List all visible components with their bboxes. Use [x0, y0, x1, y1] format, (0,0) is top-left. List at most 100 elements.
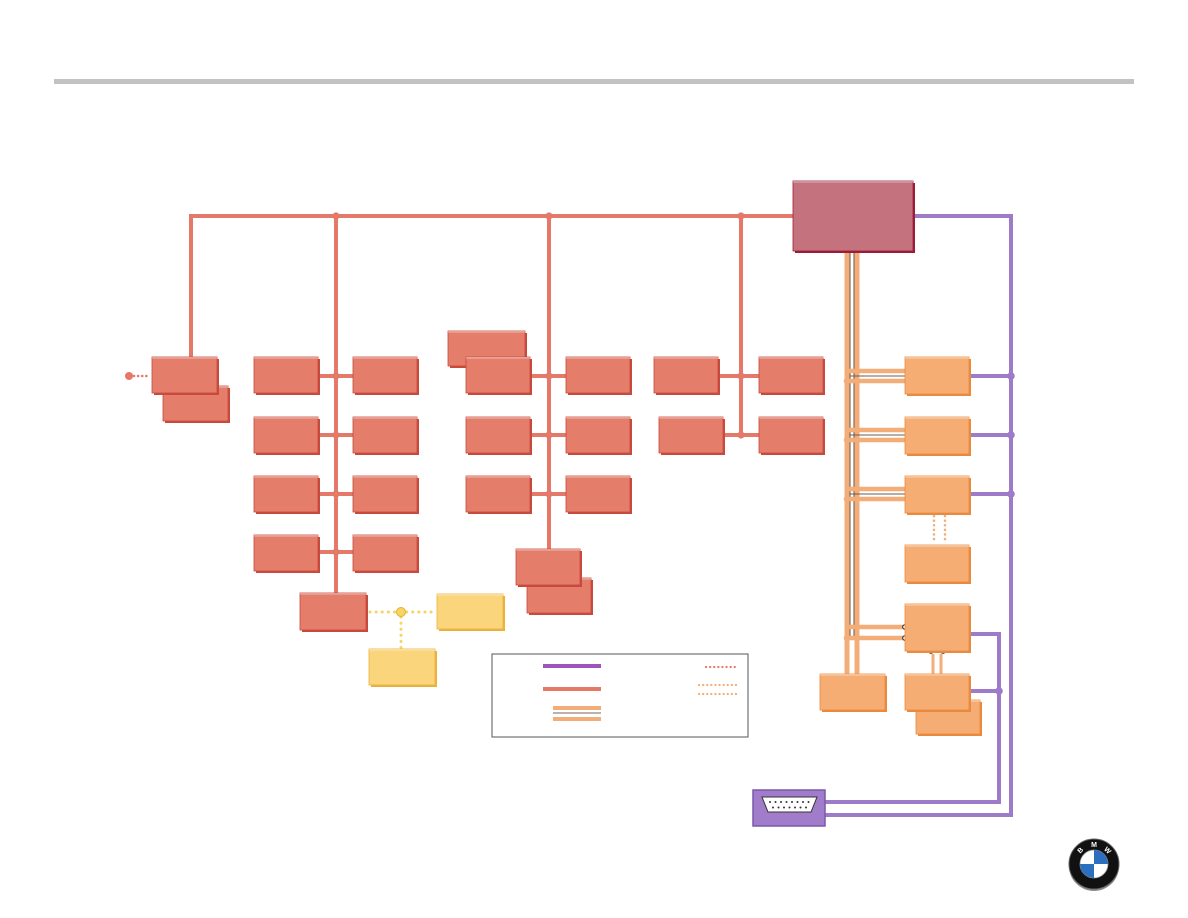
orange-module-stack-front	[904, 673, 971, 712]
red-module-stack-front-face	[515, 548, 581, 586]
red-module-group1-2-face	[253, 416, 319, 454]
logo-letter: B	[1077, 847, 1086, 856]
connector-pin	[791, 801, 793, 803]
orange-junction-b4	[843, 634, 851, 642]
connector-pin	[788, 806, 791, 809]
red-junction-c2	[737, 431, 745, 439]
red-module-group3-3-face	[758, 356, 824, 394]
connector-pin	[772, 806, 774, 809]
orange-module-3-face	[904, 475, 970, 514]
red-module-group2-5-face	[565, 416, 631, 454]
orange-module-5	[904, 603, 971, 653]
red-junction-b1	[545, 372, 553, 380]
red-module-bottom-face	[299, 592, 367, 631]
connector-pin	[794, 806, 796, 809]
connector-pin	[799, 806, 802, 809]
red-module-group1-5-face	[352, 356, 418, 394]
orange-module-5-face	[904, 603, 970, 652]
red-module-group2-4	[565, 356, 632, 395]
red-module-group1-7	[352, 475, 419, 514]
red-module-group2-1-face	[465, 356, 531, 394]
orange-junction-b2	[843, 436, 851, 444]
orange-module-2	[904, 416, 971, 456]
yellow-module-right-face	[436, 593, 504, 630]
connector-pin	[807, 801, 810, 803]
bus-junction-2	[545, 212, 553, 220]
red-module-group2-3-face	[465, 475, 531, 513]
red-module-group3-4-face	[758, 416, 824, 454]
red-module-group2-2-face	[465, 416, 531, 454]
red-module-group1-5	[352, 356, 419, 395]
connector-pin	[783, 806, 785, 809]
logo-quadrant-bl	[1080, 864, 1094, 878]
orange-junction-a1	[853, 367, 861, 375]
red-junction-b2	[545, 431, 553, 439]
logo-quadrant-tr	[1094, 850, 1108, 864]
red-module-group2-3	[465, 475, 532, 514]
orange-module-4	[904, 544, 971, 584]
red-module-group3-1	[653, 356, 720, 395]
red-module-group2-6-face	[565, 475, 631, 513]
red-junction-a3	[332, 490, 340, 498]
bus-junction-1	[332, 212, 340, 220]
red-module-group1-3	[253, 475, 320, 514]
purple-junction-2	[1007, 431, 1015, 439]
red-junction-a4	[332, 548, 340, 556]
connector-pin	[780, 801, 782, 803]
orange-module-6	[819, 673, 887, 712]
red-module-group3-4	[758, 416, 825, 455]
red-module-group1-3-face	[253, 475, 319, 513]
connector-pin	[769, 801, 771, 803]
orange-module-1	[904, 356, 971, 396]
red-junction-c1	[737, 372, 745, 380]
purple-junction-1	[1007, 372, 1015, 380]
orange-module-6-face	[819, 673, 886, 711]
orange-junction-b1	[843, 377, 851, 385]
purple-bus-main	[825, 214, 1013, 817]
legend-box	[491, 653, 749, 738]
red-module-group2-4-face	[565, 356, 631, 394]
red-module-group3-2	[658, 416, 725, 455]
red-module-stack-front	[515, 548, 582, 587]
orange-junction-a2	[853, 426, 861, 434]
red-module-group1-7-face	[352, 475, 418, 513]
red-module-group1-8-face	[352, 534, 418, 572]
orange-module-3	[904, 475, 971, 515]
red-module-left-front	[151, 356, 219, 395]
orange-junction-b3	[843, 495, 851, 503]
connector-pin	[777, 806, 780, 809]
connector-pin	[805, 806, 807, 809]
connector-pin	[802, 801, 804, 803]
central-gateway-module	[792, 180, 915, 253]
red-module-group2-5	[565, 416, 632, 455]
red-module-group1-4	[253, 534, 320, 573]
orange-junction-a4	[853, 623, 861, 631]
red-module-group1-6-face	[352, 416, 418, 454]
red-junction-b3	[545, 490, 553, 498]
purple-bus-secondary	[825, 632, 1001, 804]
red-module-group1-1-face	[253, 356, 319, 394]
yellow-module-right	[436, 593, 505, 631]
purple-junction-4	[995, 687, 1003, 695]
red-module-group1-2	[253, 416, 320, 455]
connector-pin	[785, 801, 788, 803]
orange-module-2-face	[904, 416, 970, 455]
yellow-junction	[396, 607, 406, 617]
red-module-group3-1-face	[653, 356, 719, 394]
orange-junction-a3	[853, 485, 861, 493]
yellow-module-below	[368, 648, 437, 687]
red-module-group1-8	[352, 534, 419, 573]
bus-junction-3	[737, 212, 745, 220]
logo-letter: W	[1102, 846, 1112, 856]
red-module-group2-1	[465, 356, 532, 395]
red-module-bottom	[299, 592, 368, 632]
red-junction-a1	[332, 372, 340, 380]
connector-pin	[774, 801, 777, 803]
red-module-group2-2	[465, 416, 532, 455]
orange-module-4-face	[904, 544, 970, 583]
orange-module-stack-front-face	[904, 673, 970, 711]
red-module-group1-6	[352, 416, 419, 455]
red-module-group3-2-face	[658, 416, 724, 454]
red-junction-a2	[332, 431, 340, 439]
header-rule	[54, 79, 1134, 84]
